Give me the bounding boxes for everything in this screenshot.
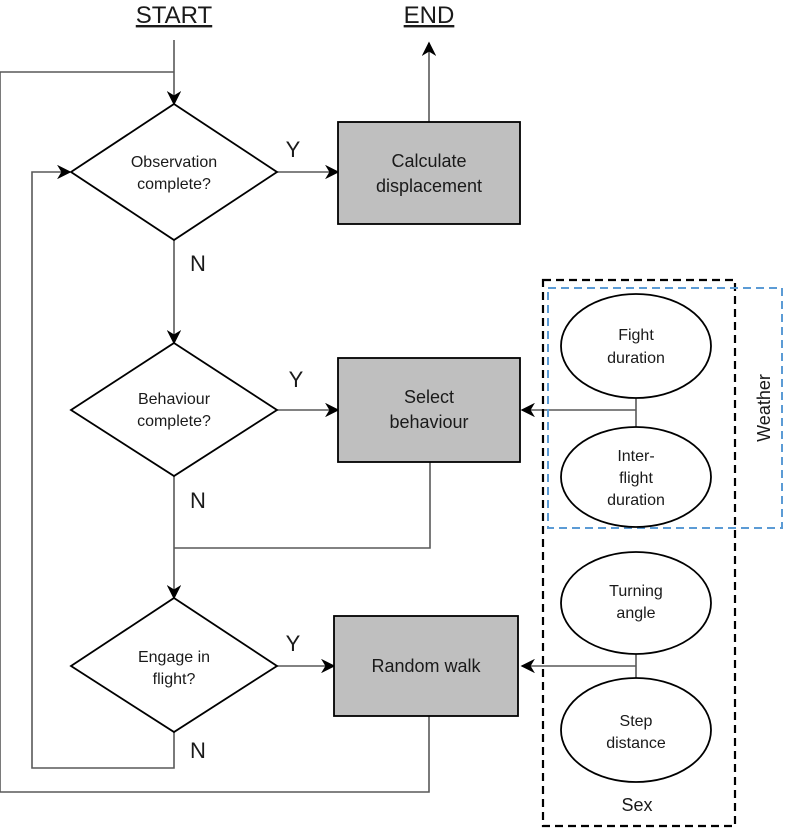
interflight-duration-label-1: Inter- [617, 448, 654, 465]
step-distance-label-2: distance [606, 735, 666, 752]
sex-group-label: Sex [621, 795, 652, 815]
random-walk-box [333, 615, 519, 717]
observation-yes-label: Y [286, 137, 301, 162]
behaviour-decision-label-1: Behaviour [138, 391, 211, 408]
observation-no-label: N [190, 251, 206, 276]
flight-duration-label-1: Fight [618, 327, 654, 344]
observation-decision-label-2: complete? [137, 176, 211, 193]
interflight-duration-label-2: flight [619, 470, 653, 487]
behaviour-no-label: N [190, 488, 206, 513]
turning-angle-node [560, 551, 712, 655]
step-distance-label-1: Step [620, 713, 653, 730]
random-walk-label: Random walk [371, 656, 481, 676]
interflight-duration-label-3: duration [607, 492, 665, 509]
turning-angle-label-1: Turning [609, 583, 663, 600]
flight-no-label: N [190, 738, 206, 763]
flight-decision-label-2: flight? [153, 671, 196, 688]
calculate-displacement-box [337, 121, 521, 225]
calculate-displacement-label-1: Calculate [391, 151, 466, 171]
flight-yes-label: Y [286, 631, 301, 656]
select-behaviour-label-1: Select [404, 387, 454, 407]
observation-decision [69, 102, 279, 242]
behaviour-decision [69, 341, 279, 478]
weather-group-label: Weather [754, 374, 774, 442]
step-distance-node [560, 677, 712, 783]
interflight-duration-node [560, 426, 712, 528]
sex-group-box [541, 278, 737, 828]
select-behaviour-label-2: behaviour [389, 412, 468, 432]
flight-duration-label-2: duration [607, 350, 665, 367]
turning-angle-label-2: angle [616, 605, 655, 622]
weather-group-box [547, 287, 783, 529]
behaviour-yes-label: Y [289, 367, 304, 392]
start-label: START [136, 2, 213, 29]
flight-decision-label-1: Engage in [138, 649, 210, 666]
select-behaviour-box [337, 357, 521, 463]
connector-lines [0, 40, 637, 793]
behaviour-decision-label-2: complete? [137, 413, 211, 430]
flight-duration-node [560, 293, 712, 399]
calculate-displacement-label-2: displacement [376, 176, 482, 196]
observation-decision-label-1: Observation [131, 154, 217, 171]
flight-decision [69, 596, 279, 734]
end-label: END [404, 2, 455, 29]
